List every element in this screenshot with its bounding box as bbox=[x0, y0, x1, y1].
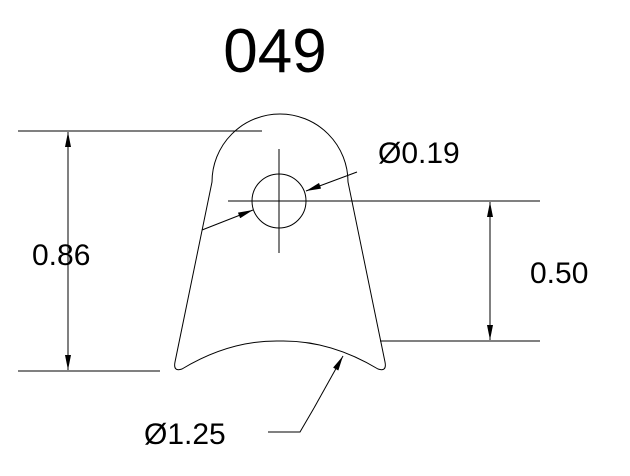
hole-diameter-leader bbox=[201, 171, 358, 231]
part-outline bbox=[174, 113, 386, 371]
saddle-diameter-leader bbox=[268, 355, 344, 433]
overall-height-dimension bbox=[18, 130, 262, 372]
part-number-title: 049 bbox=[223, 17, 326, 86]
mounting-hole bbox=[228, 149, 540, 253]
saddle-diameter-label: Ø1.25 bbox=[144, 418, 226, 451]
hole-height-label: 0.50 bbox=[530, 257, 588, 290]
hole-height-dimension bbox=[380, 202, 540, 342]
hole-diameter-label: Ø0.19 bbox=[378, 137, 460, 170]
overall-height-label: 0.86 bbox=[32, 239, 90, 272]
